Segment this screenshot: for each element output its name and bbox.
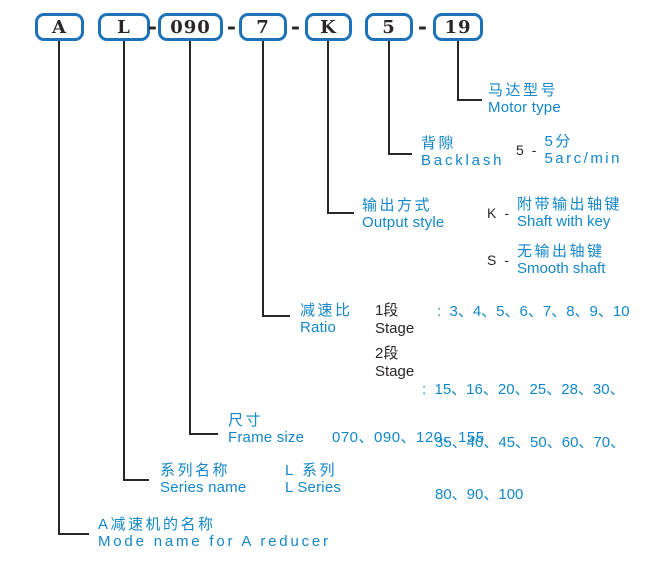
label-reducer-name: A减速机的名称 Mode name for A reducer — [98, 516, 331, 550]
backlash-option-5: 5 - 5分 5arc/min — [516, 133, 622, 167]
code-box-output: K — [305, 13, 352, 41]
label-motor-type: 马达型号 Motor type — [488, 82, 561, 116]
output-style-en: Output style — [362, 214, 445, 231]
label-output-style: 输出方式 Output style — [362, 197, 444, 231]
code-separator-dash: - — [290, 13, 301, 40]
series-name-en: Series name — [160, 479, 247, 496]
output-option-s-en: Smooth shaft — [517, 260, 606, 277]
label-series-name: 系列名称 Series name — [160, 462, 246, 496]
ratio-stage2-values-line3: 80、90、100 — [435, 486, 524, 503]
backlash-option-dash: - — [531, 142, 538, 158]
series-name-value: L 系列 L Series — [285, 462, 341, 496]
output-option-k-code: K — [487, 205, 498, 221]
label-ratio: 减速比 Ratio — [300, 302, 353, 336]
output-option-s: S - 无输出轴键 Smooth shaft — [487, 243, 605, 277]
label-backlash: 背隙 Backlash — [421, 135, 504, 169]
motor-type-zh: 马达型号 — [488, 82, 559, 99]
connector-line-backlash — [388, 41, 412, 155]
connector-line-series-name — [123, 41, 149, 481]
series-name-zh: 系列名称 — [160, 462, 231, 479]
ratio-stage2-en: Stage — [375, 363, 415, 380]
output-option-s-zh: 无输出轴键 — [517, 243, 605, 260]
ratio-stage1-values: : 3、4、5、6、7、8、9、10 — [437, 303, 630, 320]
connector-line-output-style — [327, 41, 354, 214]
backlash-option-en: 5arc/min — [544, 150, 622, 167]
code-box-motor: 19 — [433, 13, 483, 41]
ratio-stage1-label: 1段 Stage — [375, 302, 414, 338]
output-option-s-code: S — [487, 252, 498, 268]
output-style-zh: 输出方式 — [362, 197, 433, 214]
ratio-stage1-en: Stage — [375, 320, 415, 337]
code-box-ratio: 7 — [239, 13, 287, 41]
ratio-stage1-zh: 1段 — [375, 302, 399, 319]
ratio-zh: 减速比 — [300, 302, 353, 319]
series-name-value-en: L Series — [285, 479, 342, 496]
connector-line-frame-size — [189, 41, 218, 435]
code-box-backlash: 5 — [365, 13, 413, 41]
frame-size-zh: 尺寸 — [228, 412, 264, 429]
backlash-option-code: 5 — [516, 142, 525, 158]
ratio-en: Ratio — [300, 319, 337, 336]
frame-size-en: Frame size — [228, 429, 305, 446]
reducer-name-zh: A减速机的名称 — [98, 516, 216, 533]
output-option-s-dash: - — [504, 252, 511, 268]
label-frame-size: 尺寸 Frame size — [228, 412, 304, 446]
motor-type-en: Motor type — [488, 99, 561, 116]
code-separator-dash: - — [417, 13, 428, 40]
output-option-k-zh: 附带输出轴键 — [517, 196, 623, 213]
connector-line-motor-type — [457, 41, 482, 101]
code-box-series-l: L — [98, 13, 150, 41]
series-name-value-zh: L 系列 — [285, 462, 337, 479]
reducer-name-en: Mode name for A reducer — [98, 533, 331, 550]
connector-line-reducer-name — [58, 41, 89, 535]
backlash-zh: 背隙 — [421, 135, 457, 152]
ratio-stage2-label: 2段 Stage — [375, 345, 414, 381]
code-box-series-a: A — [35, 13, 84, 41]
output-option-k-dash: - — [504, 205, 511, 221]
connector-line-ratio — [262, 41, 290, 317]
code-box-frame-size: 090 — [158, 13, 223, 41]
output-option-k: K - 附带输出轴键 Shaft with key — [487, 196, 622, 230]
ratio-stage2-values-line1: : 15、16、20、25、28、30、 — [422, 381, 625, 398]
code-separator-dash: - — [226, 13, 237, 40]
output-option-k-en: Shaft with key — [517, 213, 611, 230]
ratio-stage2-values: : 15、16、20、25、28、30、 35、40、45、50、60、70、 … — [422, 346, 625, 539]
backlash-option-zh: 5分 — [544, 133, 573, 150]
frame-size-values: 070、090、120、155 — [332, 429, 485, 446]
ratio-stage2-values-line2: 35、40、45、50、60、70、 — [435, 433, 626, 451]
ratio-stage2-zh: 2段 — [375, 345, 399, 362]
code-separator-dash: - — [147, 13, 158, 40]
backlash-en: Backlash — [421, 152, 505, 169]
